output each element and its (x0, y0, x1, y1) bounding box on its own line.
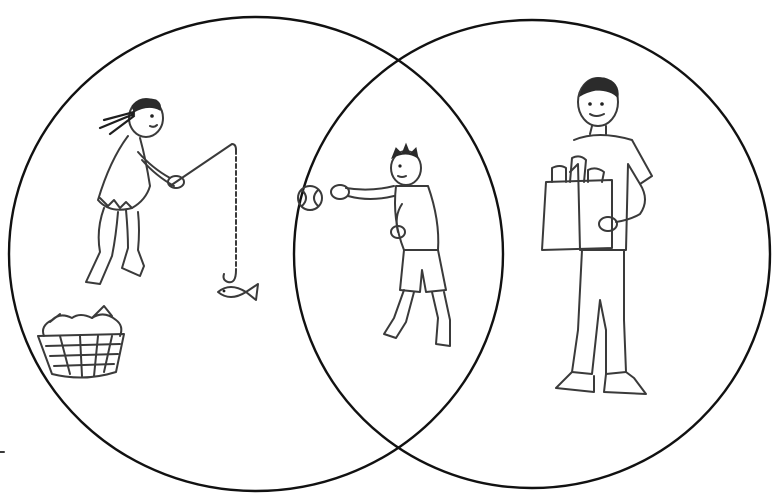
man-with-grocery-bag-figure (542, 78, 652, 394)
venn-circle-left (9, 17, 503, 491)
boy-throwing-ball-figure (298, 144, 450, 346)
child-fishing-figure (86, 99, 236, 284)
venn-circle-right (294, 20, 770, 488)
fish-basket-icon (38, 306, 124, 378)
fish-icon (218, 284, 258, 300)
